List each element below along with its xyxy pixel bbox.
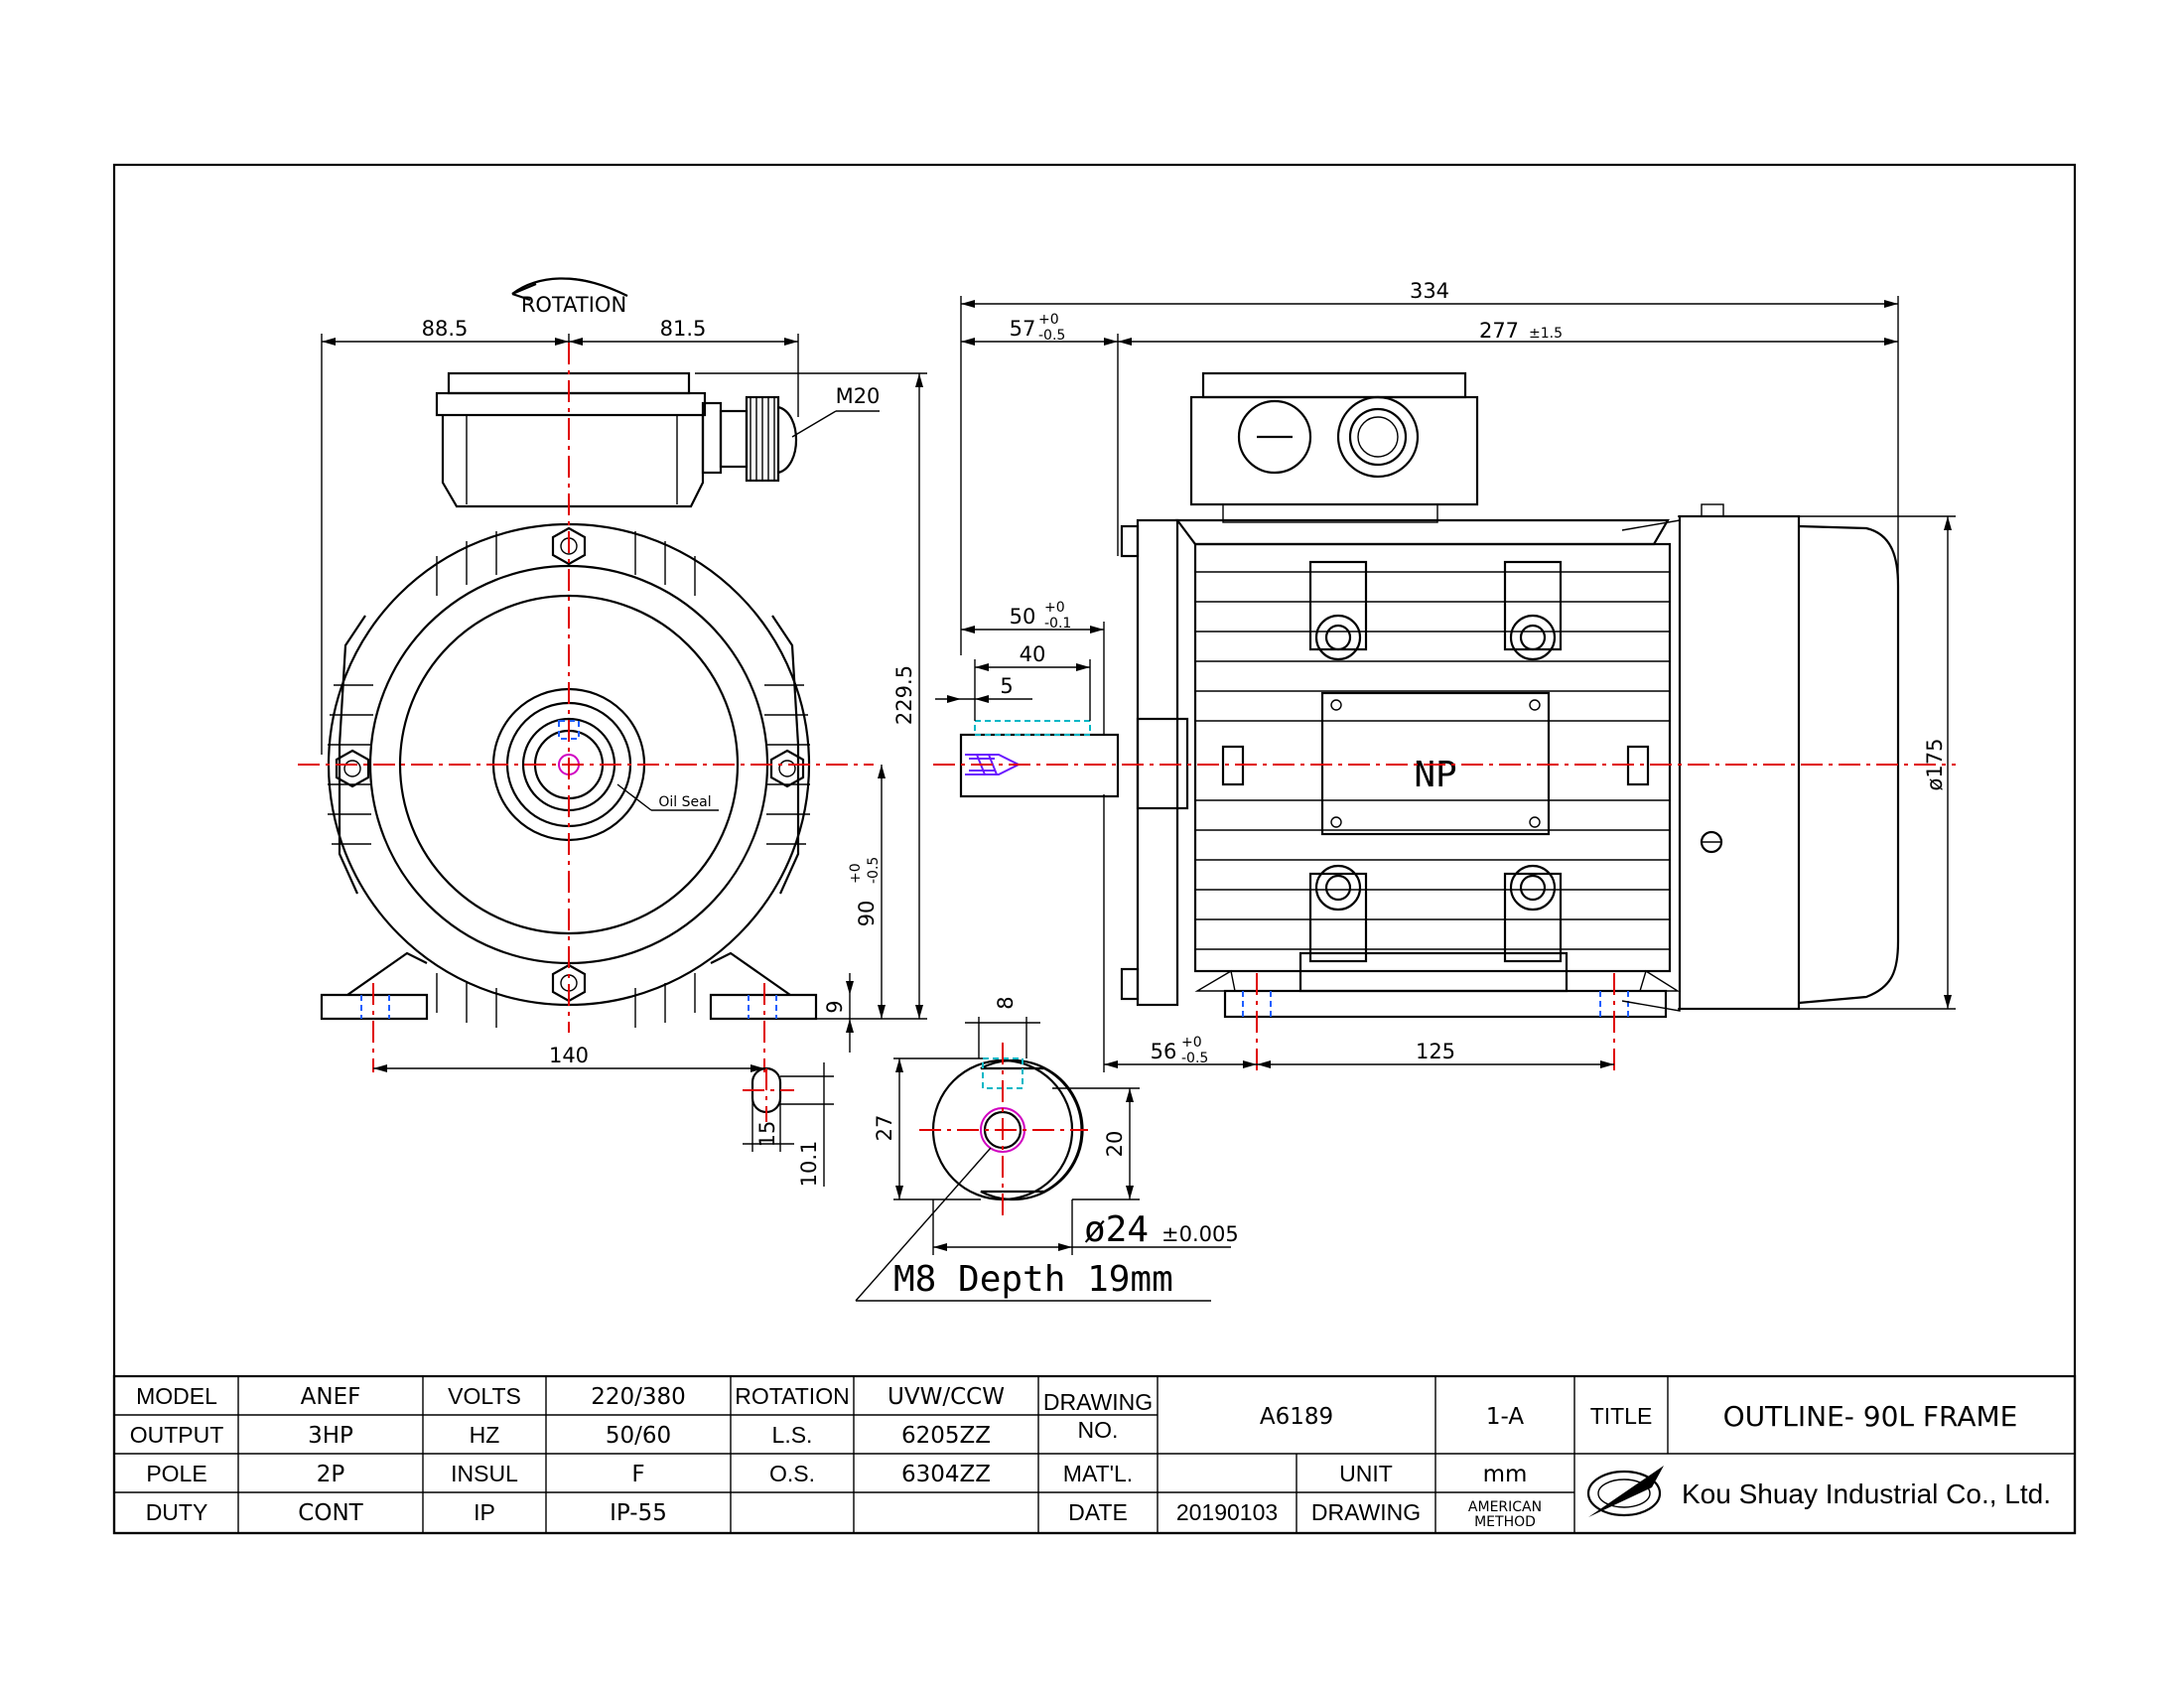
shaft-length-tol-upper: +0 <box>1038 312 1059 328</box>
nameplate-label: NP <box>1414 755 1456 795</box>
spec-ip-value: IP-55 <box>610 1500 667 1526</box>
cable-gland-label: M20 <box>836 384 881 408</box>
key-length-tol-lower: -0.1 <box>1044 616 1071 632</box>
spec-duty-label: DUTY <box>146 1499 208 1525</box>
bolt-icon <box>335 749 370 788</box>
motor-body-side <box>1193 542 1672 973</box>
key-length-tol-upper: +0 <box>1044 600 1065 616</box>
drawing-method-label: DRAWING <box>1311 1499 1421 1525</box>
terminal-box <box>441 415 705 508</box>
unit-value: mm <box>1483 1462 1528 1487</box>
key-depth-label: 27 <box>873 1115 896 1142</box>
foot-span-label: 140 <box>549 1044 589 1067</box>
spec-insul-label: INSUL <box>451 1461 518 1486</box>
foot-hole-span-label: 125 <box>1416 1040 1455 1063</box>
spec-model-label: MODEL <box>136 1383 217 1409</box>
spec-model-value: ANEF <box>301 1384 361 1410</box>
spec-hz-label: HZ <box>470 1422 500 1448</box>
front-view: ROTATION 88.5 81.5 M20 <box>298 277 927 1072</box>
height-total-label: 229.5 <box>892 665 916 725</box>
key-length-label: 50 <box>1010 605 1036 629</box>
end-shield-side <box>1136 518 1179 1007</box>
company-name: Kou Shuay Industrial Co., Ltd. <box>1682 1478 2051 1509</box>
section-width-label: 20 <box>1103 1131 1127 1158</box>
spec-pole-value: 2P <box>317 1462 345 1487</box>
shaft-length-label: 57 <box>1010 317 1036 341</box>
shaft-diameter-label: ø24 <box>1084 1209 1149 1250</box>
sheet-border <box>112 163 2077 1535</box>
shaft-diameter-tol: ±0.005 <box>1161 1222 1239 1246</box>
foot-offset-tol-lower: -0.5 <box>1181 1051 1208 1066</box>
fan-cover <box>1678 514 1801 1011</box>
bolt-icon <box>769 749 805 788</box>
spec-ls-label: L.S. <box>772 1422 813 1448</box>
foot-offset-label: 56 <box>1151 1040 1177 1063</box>
key-offset-label: 5 <box>1000 674 1013 698</box>
slot-length-label: 10.1 <box>797 1141 821 1188</box>
foot-thickness-label: 9 <box>823 1000 847 1013</box>
title-label: TITLE <box>1590 1403 1653 1429</box>
spec-output-value: 3HP <box>308 1423 353 1449</box>
spec-output-label: OUTPUT <box>130 1422 224 1448</box>
slot-width-label: 15 <box>755 1121 779 1148</box>
shaft-height-label: 90 <box>855 901 879 927</box>
kou-shuay-logo-icon <box>1586 1466 1664 1517</box>
foot-offset-tol-upper: +0 <box>1181 1035 1202 1051</box>
slot-detail: 15 10.1 <box>743 1062 834 1187</box>
drawing-no-label-line2: NO. <box>1078 1417 1119 1443</box>
shaft-height-tol-lower: -0.5 <box>866 857 882 884</box>
title-block: MODEL ANEF VOLTS 220/380 ROTATION UVW/CC… <box>112 1374 2077 1535</box>
spec-insul-value: F <box>631 1462 644 1487</box>
spec-volts-label: VOLTS <box>448 1383 521 1409</box>
spec-rotation-label: ROTATION <box>735 1383 849 1409</box>
shaft-height-tol-upper: +0 <box>848 863 864 884</box>
drawing-title: OUTLINE- 90L FRAME <box>1723 1400 2018 1433</box>
method-line2: METHOD <box>1474 1514 1536 1530</box>
date-value: 20190103 <box>1176 1499 1278 1525</box>
spec-hz-value: 50/60 <box>606 1423 671 1449</box>
cable-entry-icon <box>1336 395 1420 479</box>
spec-duty-value: CONT <box>298 1500 363 1526</box>
body-length-label: 277 <box>1479 319 1519 343</box>
drawing-no-value: A6189 <box>1260 1404 1333 1430</box>
base-side <box>1223 989 1668 1019</box>
spec-volts-value: 220/380 <box>591 1384 686 1410</box>
method-line1: AMERICAN <box>1468 1499 1542 1515</box>
side-view: 334 57 +0 -0.5 277 ±1.5 <box>933 279 1956 1072</box>
material-label: MAT'L. <box>1063 1461 1133 1486</box>
shaft-section: 8 27 20 ø24 ±0.005 M8 Depth 19mm <box>855 996 1239 1302</box>
unit-label: UNIT <box>1339 1461 1393 1486</box>
spec-os-value: 6304ZZ <box>901 1462 991 1487</box>
revision-value: 1-A <box>1486 1404 1524 1430</box>
rotation-label: ROTATION <box>521 293 626 317</box>
spec-ls-value: 6205ZZ <box>901 1423 991 1449</box>
shaft-length-tol-lower: -0.5 <box>1038 328 1065 344</box>
dim-left-label: 88.5 <box>422 317 469 341</box>
dim-right-label: 81.5 <box>660 317 707 341</box>
left-foot <box>320 993 429 1021</box>
key-slot-label: 40 <box>1020 642 1046 666</box>
body-length-tol: ±1.5 <box>1529 326 1563 342</box>
spec-os-label: O.S. <box>769 1461 815 1486</box>
length-total-label: 334 <box>1410 279 1449 303</box>
terminal-box-side <box>1189 395 1479 506</box>
date-label: DATE <box>1068 1499 1128 1525</box>
slot-outline <box>751 1066 782 1114</box>
key-width-label: 8 <box>994 996 1018 1009</box>
blank-plug-icon <box>1237 399 1312 475</box>
oil-seal-label: Oil Seal <box>658 794 711 810</box>
spec-rotation-value: UVW/CCW <box>887 1384 1005 1410</box>
tapped-hole-label: M8 Depth 19mm <box>893 1259 1173 1300</box>
spec-pole-label: POLE <box>146 1461 206 1486</box>
drawing-no-label-line1: DRAWING <box>1043 1389 1153 1415</box>
spec-ip-label: IP <box>474 1499 495 1525</box>
